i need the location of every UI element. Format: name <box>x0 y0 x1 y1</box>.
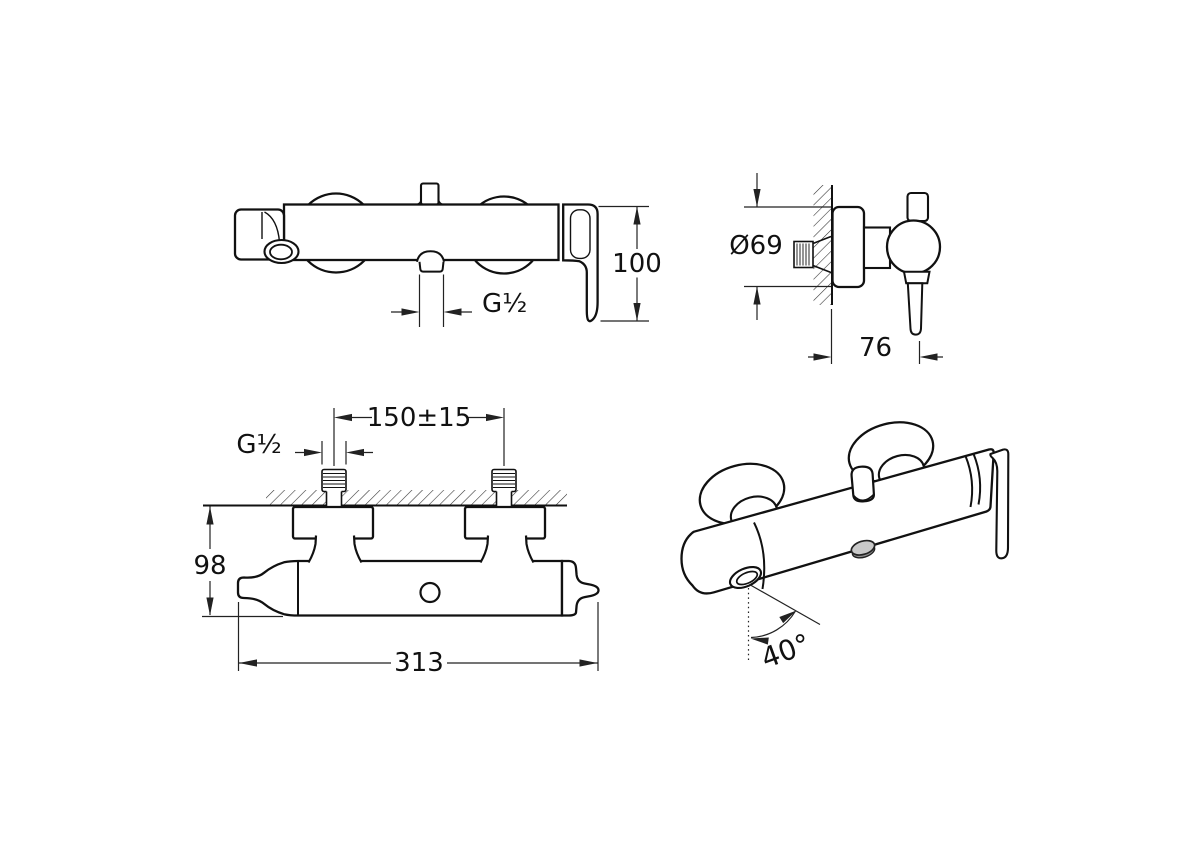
arrowhead-up <box>633 206 641 225</box>
step-sides-right <box>479 535 535 564</box>
pipe-thread-lines <box>796 243 810 266</box>
dim-lines-spacing <box>333 408 505 466</box>
arrowhead-right <box>579 659 598 667</box>
lever-blade-3d <box>989 448 1010 560</box>
knob-base-fillets <box>415 199 444 206</box>
lever-profile <box>906 282 924 336</box>
bottom-outlet-3d <box>850 539 876 556</box>
mixer-body <box>282 203 560 262</box>
step-sides-left <box>307 535 363 564</box>
dim-spacing-label: 150±15 <box>367 403 472 433</box>
stub-throat-lines-right <box>495 491 513 507</box>
body-plan-outline <box>236 559 564 617</box>
side-view: Ø69 76 <box>729 173 943 364</box>
dim-height-label: 100 <box>612 249 662 279</box>
front-view: 100 G½ <box>233 182 662 327</box>
inlet-pipe-stub <box>793 240 814 269</box>
bottom-outlet-dome <box>416 250 445 263</box>
wall-hatching <box>813 185 832 305</box>
dim-lines-inlet-thread <box>295 441 373 465</box>
perspective-view: 40° <box>680 421 1010 675</box>
dim-length-label: 313 <box>394 648 444 678</box>
top-view: 150±15 G½ 98 313 <box>193 403 600 678</box>
arrowhead-right <box>401 308 420 316</box>
wall-hatching <box>266 490 567 506</box>
handle-collar <box>902 270 931 285</box>
arrowhead-arc-start <box>750 637 769 645</box>
arrowhead-left <box>919 353 938 361</box>
body-screw-detail <box>419 581 441 604</box>
bottom-outlet-nipple <box>418 261 445 273</box>
dim-depth-label: 76 <box>859 333 892 363</box>
escutcheon-block-right <box>463 505 547 540</box>
thread-lines-left <box>323 473 345 488</box>
spout-outlet-hole <box>269 243 293 261</box>
lever-handle <box>562 203 599 323</box>
dim-lines-depth <box>808 309 943 364</box>
cartridge-housing-circle <box>885 219 942 275</box>
angle-arc <box>750 610 797 639</box>
arrowhead-left <box>346 448 364 457</box>
arrowhead-right <box>813 353 832 361</box>
step-fill-left <box>308 535 362 563</box>
arrowhead-down <box>753 189 761 207</box>
dim-lines-outlet-thread <box>391 274 472 327</box>
angle-spray-line <box>749 583 821 626</box>
pipe-funnel-lines <box>812 235 832 274</box>
escutcheon-profile <box>831 205 866 289</box>
handle-inner-detail <box>569 209 591 260</box>
arrowhead-left <box>239 659 257 667</box>
diverter-knob <box>419 182 440 206</box>
dim-body-depth-label: 98 <box>193 551 226 581</box>
dim-lines-escutcheon <box>744 173 831 320</box>
handle-tip-plan <box>560 559 600 617</box>
handle-cap-seams-3d <box>964 453 982 508</box>
dim-outlet-thread-label: G½ <box>482 289 527 319</box>
dim-inlet-thread-label: G½ <box>236 430 281 460</box>
arrowhead-down <box>206 597 214 616</box>
escutcheon-block-left <box>291 505 375 540</box>
spout-cap-seam-3d <box>753 522 766 590</box>
thread-lines-right <box>493 473 515 488</box>
arrowhead-up <box>753 286 761 305</box>
dim-escutcheon-diameter-label: Ø69 <box>729 231 783 261</box>
arrowhead-arc-end <box>779 610 797 624</box>
arrowhead-up <box>206 506 214 525</box>
arrowhead-down <box>633 303 641 321</box>
spout-inner-contour <box>261 211 281 243</box>
step-fill-right <box>480 535 534 563</box>
arrowhead-right <box>486 413 504 422</box>
arrowhead-left <box>334 413 352 422</box>
arrowhead-left <box>443 308 462 316</box>
arrowhead-right <box>304 448 322 457</box>
stub-throat-left <box>326 490 342 507</box>
stub-throat-lines-left <box>325 491 343 507</box>
dim-lines-height <box>598 205 649 322</box>
spout-outlet-hole-3d <box>735 570 759 586</box>
stub-throat-right <box>496 490 512 507</box>
diverter-knob-profile <box>906 191 930 223</box>
dim-lines-length <box>237 602 599 671</box>
knob-base-arc-3d <box>852 493 875 502</box>
